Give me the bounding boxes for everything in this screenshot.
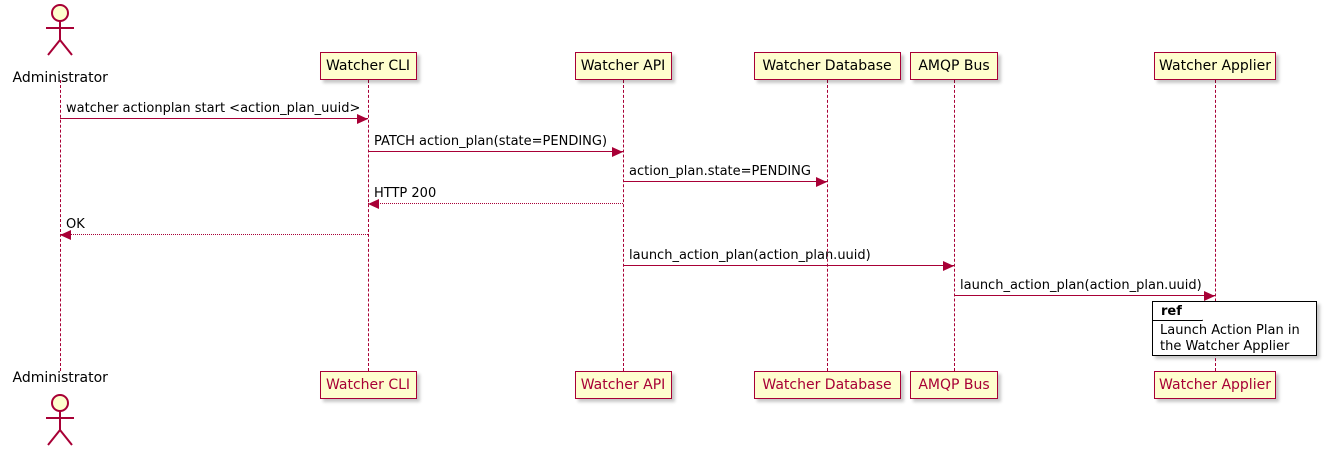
lifeline-administrator (59, 80, 61, 371)
message-label-msg-1: watcher actionplan start <action_plan_uu… (66, 101, 361, 116)
participant-watcher-cli-top[interactable]: Watcher CLI (319, 52, 417, 80)
actor-figure-icon (46, 394, 74, 446)
actor-administrator-bottom (41, 394, 79, 446)
message-line-msg-2 (368, 151, 623, 152)
arrowhead-right-icon (816, 176, 827, 187)
message-line-msg-3 (623, 181, 827, 182)
participant-watcher-applier-top[interactable]: Watcher Applier (1154, 52, 1276, 80)
lifeline-watcher-api (622, 80, 624, 371)
lifeline-watcher-applier (1214, 80, 1216, 371)
actor-figure-icon (46, 4, 74, 56)
lifeline-amqp-bus (953, 80, 955, 371)
arrowhead-right-icon (943, 260, 954, 271)
participant-watcher-database-top[interactable]: Watcher Database (753, 52, 901, 80)
arrowhead-right-icon (1204, 290, 1215, 301)
message-line-msg-6 (623, 265, 954, 266)
participant-amqp-bus-top[interactable]: AMQP Bus (910, 52, 998, 80)
message-label-msg-2: PATCH action_plan(state=PENDING) (374, 134, 608, 149)
message-label-msg-4: HTTP 200 (374, 186, 437, 201)
participant-watcher-api-top[interactable]: Watcher API (574, 52, 672, 80)
arrowhead-left-icon (60, 229, 71, 240)
actor-label-administrator-bottom: Administrator (12, 370, 108, 386)
message-label-msg-7: launch_action_plan(action_plan.uuid) (960, 278, 1202, 293)
participant-amqp-bus-bottom[interactable]: AMQP Bus (910, 371, 998, 399)
message-line-msg-1 (60, 118, 368, 119)
participant-watcher-database-bottom[interactable]: Watcher Database (753, 371, 901, 399)
arrowhead-right-icon (612, 146, 623, 157)
lifeline-watcher-cli (367, 80, 369, 371)
message-line-msg-5 (60, 234, 368, 235)
arrowhead-left-icon (368, 198, 379, 209)
lifeline-watcher-database (826, 80, 828, 371)
participant-watcher-api-bottom[interactable]: Watcher API (574, 371, 672, 399)
fragment-body-text: Launch Action Plan in the Watcher Applie… (1160, 323, 1300, 354)
message-line-msg-7 (954, 295, 1215, 296)
message-line-msg-4 (368, 203, 623, 204)
fragment-tab-label: ref (1153, 302, 1203, 321)
participant-watcher-applier-bottom[interactable]: Watcher Applier (1154, 371, 1276, 399)
participant-watcher-cli-bottom[interactable]: Watcher CLI (319, 371, 417, 399)
actor-administrator-top (41, 4, 79, 56)
arrowhead-right-icon (357, 113, 368, 124)
message-label-msg-5: OK (66, 217, 85, 232)
message-label-msg-3: action_plan.state=PENDING (629, 164, 811, 179)
actor-label-administrator-top: Administrator (12, 70, 108, 86)
message-label-msg-6: launch_action_plan(action_plan.uuid) (629, 248, 871, 263)
